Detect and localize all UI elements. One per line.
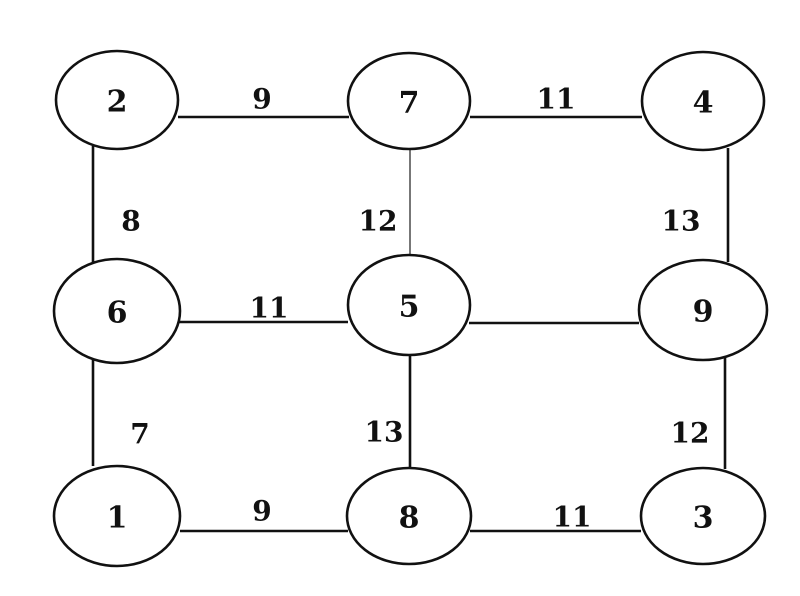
node-label: 5: [399, 290, 420, 325]
edge-weight-label-2-6: 8: [121, 205, 140, 238]
node-circle: [345, 466, 473, 566]
edge-weight-label-6-1: 7: [130, 418, 149, 451]
node-6: 6: [52, 257, 182, 365]
node-label: 3: [693, 501, 714, 536]
node-4: 4: [640, 50, 766, 152]
edge-weight-label-4-9: 13: [662, 205, 701, 238]
edge-weight-label-2-7: 9: [252, 83, 271, 116]
node-label: 6: [107, 296, 128, 331]
node-2: 2: [54, 49, 180, 151]
node-circle: [346, 51, 472, 151]
node-1: 1: [52, 464, 182, 568]
edge-weight-label-1-8: 9: [252, 495, 271, 528]
edge-weight-label-9-3: 12: [671, 417, 710, 450]
edge-weight-label-8-3: 11: [553, 501, 592, 534]
node-circle: [346, 253, 472, 357]
edge-weight-label-7-4: 11: [537, 83, 576, 116]
node-5: 5: [346, 253, 472, 357]
node-label: 1: [107, 501, 128, 536]
edge-labels-layer: 9 11 8 12 13 11 7 13 12 9 11: [121, 83, 709, 534]
edges-layer: [91, 115, 730, 533]
nodes-layer: 2 7 4 6 5 9 1 8 3: [52, 49, 769, 568]
node-label: 4: [693, 86, 714, 121]
node-9: 9: [637, 258, 769, 362]
node-3: 3: [639, 466, 767, 566]
node-circle: [52, 464, 182, 568]
node-circle: [637, 258, 769, 362]
node-label: 2: [107, 85, 128, 120]
node-label: 9: [693, 295, 714, 330]
node-circle: [639, 466, 767, 566]
edge-weight-label-7-5: 12: [359, 205, 398, 238]
node-label: 8: [399, 501, 420, 536]
node-circle: [54, 49, 180, 151]
node-circle: [52, 257, 182, 365]
node-7: 7: [346, 51, 472, 151]
edge-weight-label-5-8: 13: [365, 416, 404, 449]
node-label: 7: [399, 86, 420, 121]
edge-weight-label-6-5: 11: [250, 292, 289, 325]
node-8: 8: [345, 466, 473, 566]
node-circle: [640, 50, 766, 152]
